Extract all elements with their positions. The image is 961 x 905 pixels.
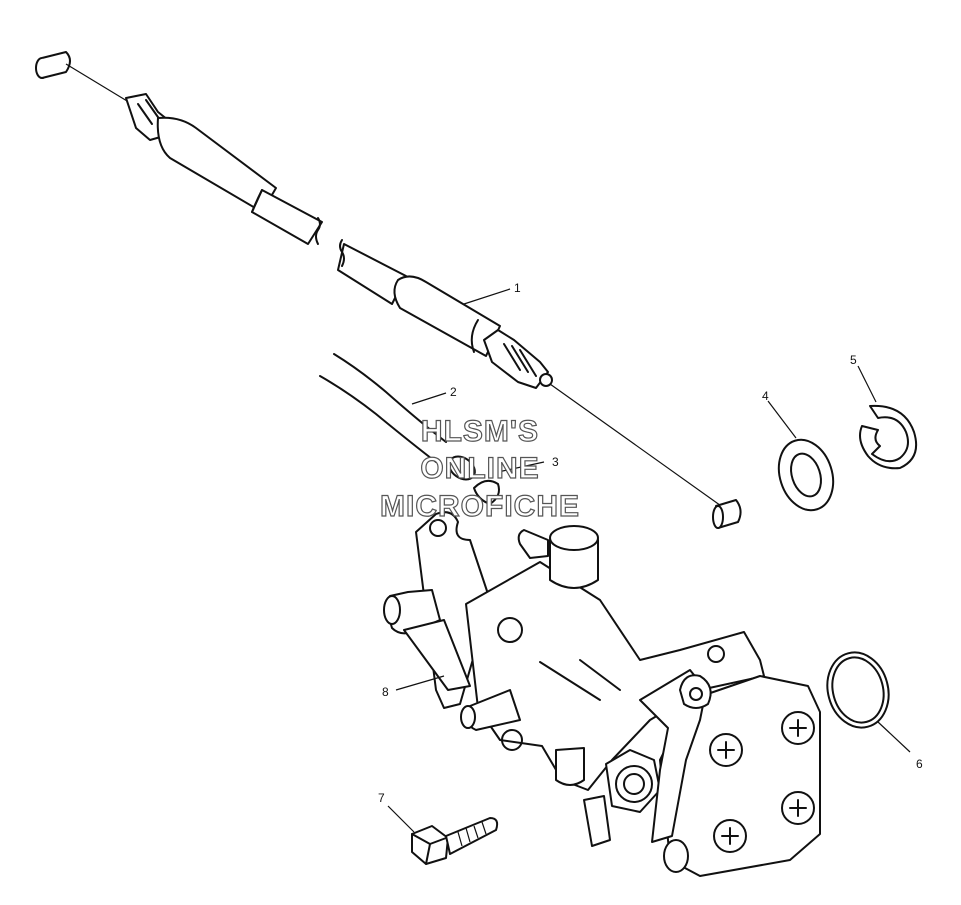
washer [777,438,835,512]
callout-6: 6 [916,757,923,771]
callout-7: 7 [378,791,385,805]
callout-1: 1 [514,281,521,295]
callout-3: 3 [552,455,559,469]
e-clip [859,404,918,470]
callout-5: 5 [850,353,857,367]
bolt [411,817,499,865]
throttle-cable [35,51,742,529]
cable-end-barrel-bottom [712,499,742,529]
cover-screws [709,711,815,853]
watermark-line-2: ONLINE [420,452,539,485]
oil-pump-assembly [383,511,821,877]
hose-clamp [448,455,500,505]
watermark-line-1: HLSM'S [421,415,539,448]
callout-4: 4 [762,389,769,403]
cable-end-barrel-top [35,51,71,79]
callout-8: 8 [382,685,389,699]
leader-lines [387,288,911,833]
watermark-line-3: MICROFICHE [380,490,580,523]
oil-line-hose [319,353,447,463]
callout-numbers: 1 2 3 4 5 6 7 8 [378,281,923,805]
watermark: HLSM'S ONLINE MICROFICHE [379,414,580,523]
o-ring [826,651,890,729]
callout-2: 2 [450,385,457,399]
